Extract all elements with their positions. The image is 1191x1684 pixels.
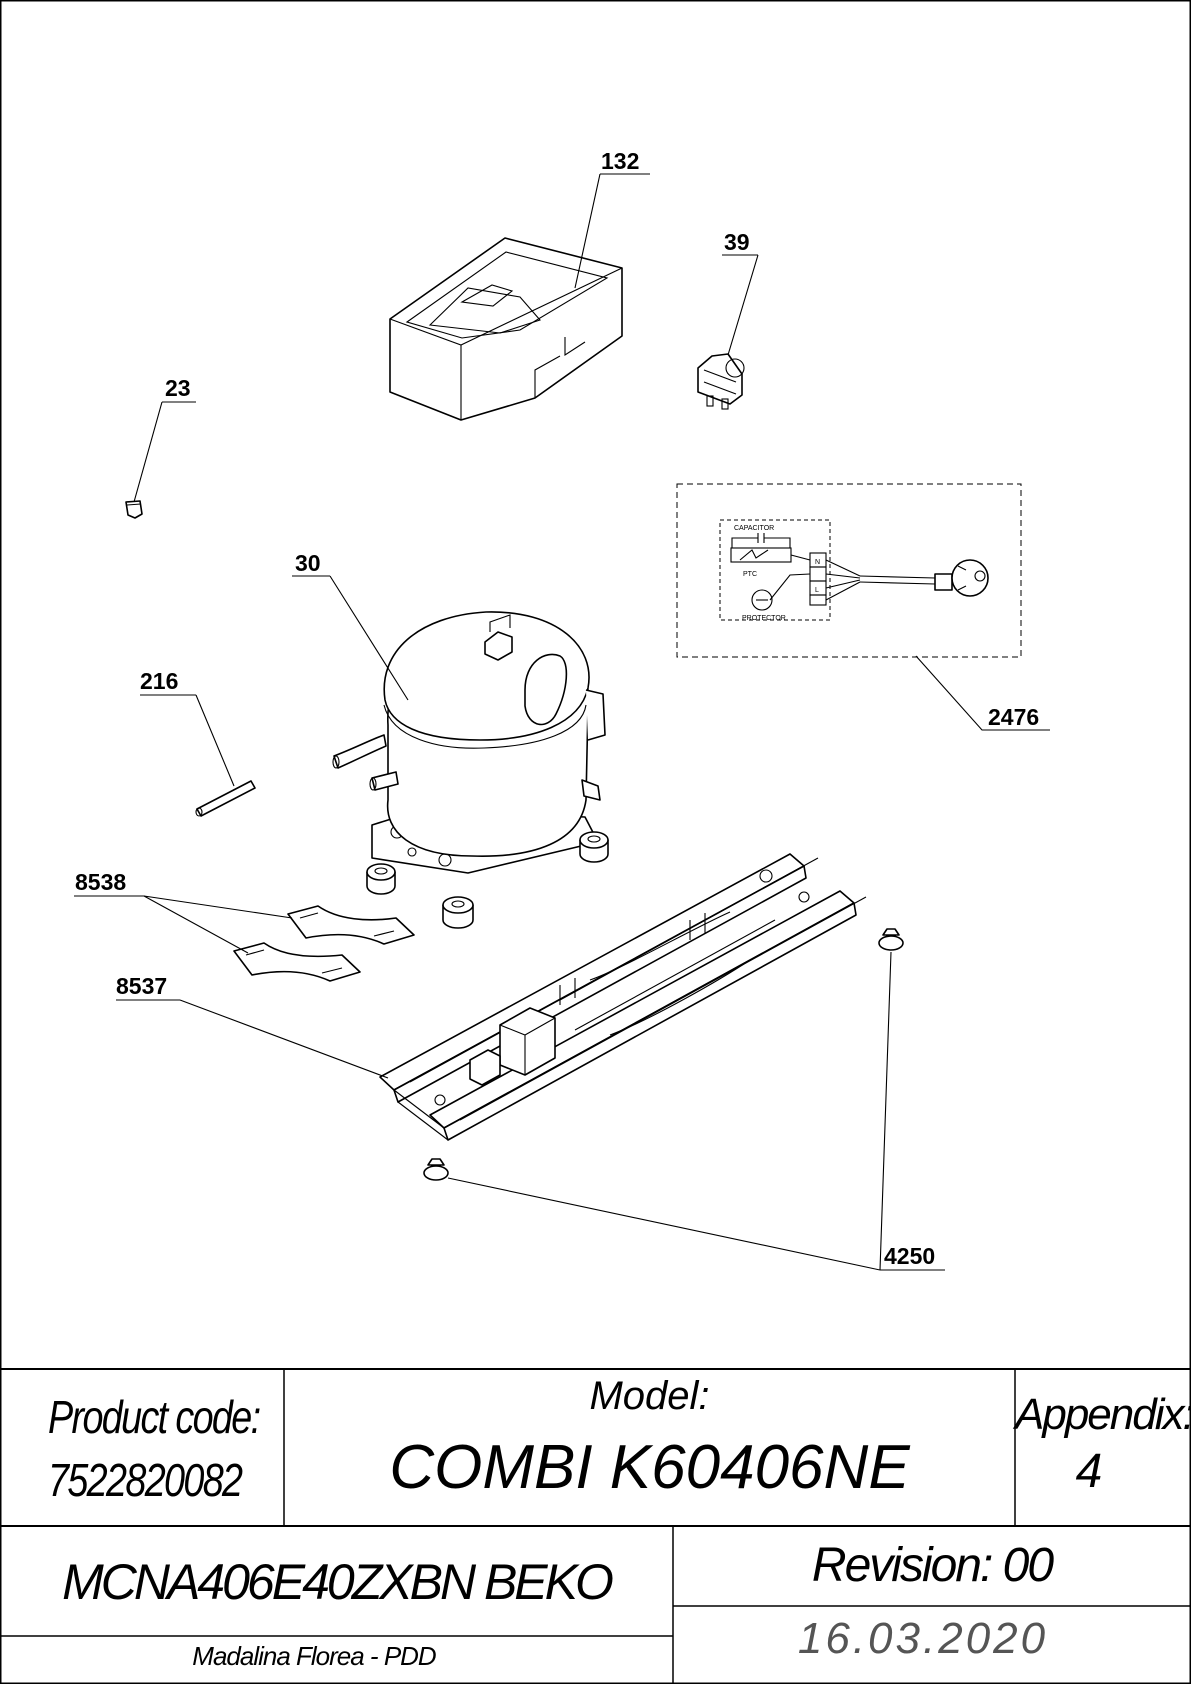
- grommet-set: [366, 831, 609, 929]
- revision-text: Revision: 00: [811, 1539, 1054, 1592]
- part-132-tray: [389, 237, 623, 421]
- terminal-n-label: N: [815, 559, 820, 566]
- callout-2476: 2476: [988, 704, 1039, 730]
- callout-39: 39: [724, 229, 750, 255]
- product-code-value: 7522820082: [48, 1454, 243, 1506]
- terminal-l-label: L: [815, 587, 819, 594]
- ptc-label: PTC: [743, 571, 757, 578]
- part-8537-base-rail: [379, 853, 867, 1141]
- callout-8537: 8537: [116, 973, 167, 999]
- part-8538-plates: [233, 905, 415, 982]
- part-23-grommet: [125, 500, 143, 519]
- appendix-value: 4: [1075, 1445, 1103, 1498]
- part-2476-wiring-harness: CAPACITOR PTC PROTECTOR N L: [676, 483, 1022, 658]
- callout-8538: 8538: [75, 869, 126, 895]
- callout-30: 30: [295, 550, 321, 576]
- callout-132: 132: [601, 148, 639, 174]
- callout-216: 216: [140, 668, 178, 694]
- date-text: 16.03.2020: [797, 1614, 1049, 1663]
- model-value: COMBI K60406NE: [389, 1433, 910, 1502]
- part-216-pin: [195, 780, 256, 817]
- part-30-compressor: [332, 611, 606, 874]
- appendix-label: Appendix:: [1015, 1390, 1191, 1439]
- model-label: Model:: [589, 1374, 710, 1418]
- product-code-label: Product code:: [48, 1391, 261, 1443]
- variant-code: MCNA406E40ZXBN BEKO: [62, 1554, 614, 1610]
- part-39-starter-relay: [697, 353, 745, 410]
- part-4250-screws: [423, 928, 904, 1181]
- leader-lines: [74, 173, 1050, 1271]
- capacitor-label: CAPACITOR: [734, 525, 774, 532]
- protector-label: PROTECTOR: [742, 615, 786, 622]
- author-text: Madalina Florea - PDD: [192, 1641, 436, 1671]
- callout-23: 23: [165, 375, 191, 401]
- callout-4250: 4250: [884, 1243, 935, 1269]
- callout-numbers: 132 39 23 30 2476 216 8538 8537 4250: [75, 148, 1039, 1269]
